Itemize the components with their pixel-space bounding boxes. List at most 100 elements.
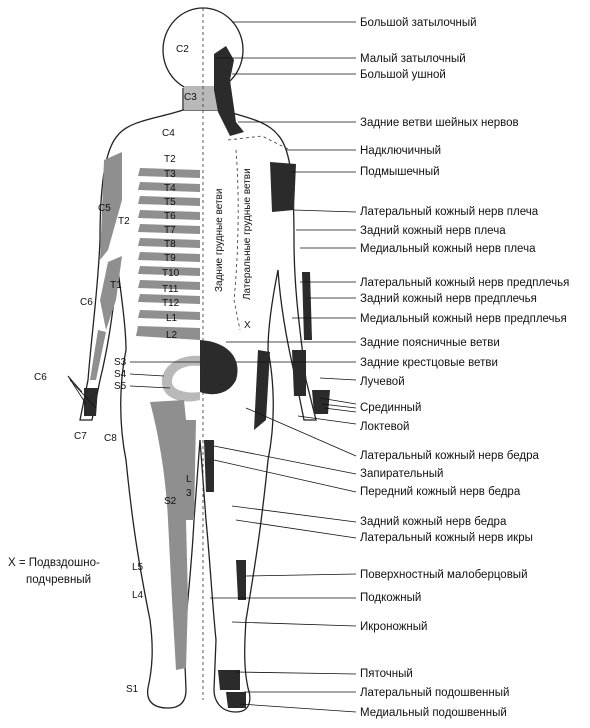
legend-line-2: подчревный <box>26 574 91 586</box>
leader-lines <box>67 21 357 713</box>
band-t7 <box>138 224 200 234</box>
vertical-posterior-thoracic: Задние грудные ветви <box>214 189 225 292</box>
left-leg-s2 <box>150 400 188 670</box>
label-post-antebrachial: Задний кожный нерв предплечья <box>360 293 537 305</box>
label-calcaneal: Пяточный <box>360 668 413 680</box>
seg-s1: S1 <box>126 684 139 695</box>
left-arm-t1 <box>100 256 122 330</box>
band-t8 <box>138 238 200 248</box>
seg-s5: S5 <box>114 381 127 392</box>
label-median: Срединный <box>360 402 421 414</box>
seg-l1: L1 <box>166 313 178 324</box>
label-ulnar: Локтевой <box>360 421 409 433</box>
band-l2 <box>136 326 200 340</box>
shaded-areas <box>84 46 330 708</box>
seg-t12: T12 <box>162 298 180 309</box>
lateral-boundary <box>233 149 241 331</box>
label-lesser-occipital: Малый затылочный <box>360 53 466 65</box>
seg-c6-hand: C6 <box>34 372 47 383</box>
label-obturator: Запирательный <box>360 468 443 480</box>
seg-l3-b: 3 <box>186 488 192 499</box>
seg-c6-arm: C6 <box>80 297 93 308</box>
label-med-antebrachial: Медиальный кожный нерв предплечья <box>360 313 567 325</box>
label-ant-femoral: Передний кожный нерв бедра <box>360 486 521 498</box>
label-med-brachial: Медиальный кожный нерв плеча <box>360 243 536 255</box>
seg-t6: T6 <box>164 211 176 222</box>
forearm-posterior-area <box>302 272 312 340</box>
nerve-labels: Большой затылочный Малый затылочный Боль… <box>360 17 569 719</box>
seg-c5: C5 <box>98 203 111 214</box>
seg-x: X <box>244 320 251 331</box>
seg-c3: C3 <box>184 92 197 103</box>
seg-s3: S3 <box>114 357 127 368</box>
shoulder-boundary <box>227 135 291 151</box>
left-arm-c6 <box>90 330 106 380</box>
seg-t5: T5 <box>164 197 176 208</box>
vertical-lateral-thoracic: Латеральные грудные ветви <box>242 168 253 300</box>
band-t9 <box>138 252 200 262</box>
seg-s2: S2 <box>164 496 177 507</box>
label-lat-sural: Латеральный кожный нерв икры <box>360 532 533 544</box>
right-fingers <box>312 390 330 414</box>
band-t11 <box>138 280 200 290</box>
right-heel <box>218 670 240 690</box>
label-greater-occipital: Большой затылочный <box>360 17 477 29</box>
label-superficial-peroneal: Поверхностный малоберцовый <box>360 569 528 581</box>
wrist-radial-area <box>292 350 306 396</box>
label-lat-antebrachial: Латеральный кожный нерв предплечья <box>360 277 569 289</box>
label-axillary: Подмышечный <box>360 166 440 178</box>
band-t3 <box>138 168 200 178</box>
seg-t3: T3 <box>164 169 176 180</box>
label-sural: Икроножный <box>360 621 427 633</box>
lesser-occipital-area <box>214 46 244 136</box>
l3-strip <box>184 420 196 520</box>
seg-t11: T11 <box>162 284 179 295</box>
legend-line-1: X = Подвздошно- <box>8 557 100 569</box>
band-t12 <box>138 294 200 304</box>
seg-t9: T9 <box>164 253 176 264</box>
seg-s4: S4 <box>114 369 127 380</box>
label-supraclavicular: Надключичный <box>360 145 441 157</box>
label-lumbar-posterior: Задние поясничные ветви <box>360 337 500 349</box>
seg-t2: T2 <box>164 154 176 165</box>
left-fingers <box>84 388 98 416</box>
seg-t7: T7 <box>164 225 176 236</box>
axillary-area <box>270 162 296 212</box>
seg-c7: C7 <box>74 431 87 442</box>
seg-t2-arm: T2 <box>118 216 130 227</box>
label-lat-femoral: Латеральный кожный нерв бедра <box>360 450 539 462</box>
seg-t4: T4 <box>164 183 176 194</box>
band-t10 <box>138 266 200 276</box>
seg-l3-a: L <box>186 474 192 485</box>
seg-t10: T10 <box>162 268 180 279</box>
band-l1 <box>138 310 200 320</box>
label-lat-plantar: Латеральный подошвенный <box>360 687 509 699</box>
torso <box>79 109 317 713</box>
seg-l2: L2 <box>166 330 178 341</box>
band-t4 <box>138 182 200 192</box>
seg-t8: T8 <box>164 239 176 250</box>
label-great-auricular: Большой ушной <box>360 69 446 81</box>
label-cervical-posterior: Задние ветви шейных нервов <box>360 117 519 129</box>
seg-l5: L5 <box>132 562 144 573</box>
seg-c8: C8 <box>104 433 117 444</box>
obturator-area <box>204 440 214 492</box>
segment-labels: C2 C3 C4 T2 T3 T4 T5 T6 T7 T8 T9 T10 T11… <box>34 44 251 695</box>
right-sole <box>226 692 246 708</box>
label-post-femoral: Задний кожный нерв бедра <box>360 516 507 528</box>
sacral-area <box>200 340 238 395</box>
label-saphenous: Подкожный <box>360 592 421 604</box>
band-t5 <box>138 196 200 206</box>
label-sacral-posterior: Задние крестцовые ветви <box>360 357 498 369</box>
left-arm-c5 <box>100 152 122 260</box>
seg-c4: C4 <box>162 128 175 139</box>
seg-l4: L4 <box>132 590 144 601</box>
seg-t1: T1 <box>110 280 122 291</box>
label-post-brachial: Задний кожный нерв плеча <box>360 225 506 237</box>
peroneal-area <box>236 560 246 600</box>
label-lat-brachial: Латеральный кожный нерв плеча <box>360 206 539 218</box>
lateral-thigh-area <box>254 350 270 430</box>
seg-c2: C2 <box>176 44 189 55</box>
band-t6 <box>138 210 200 220</box>
